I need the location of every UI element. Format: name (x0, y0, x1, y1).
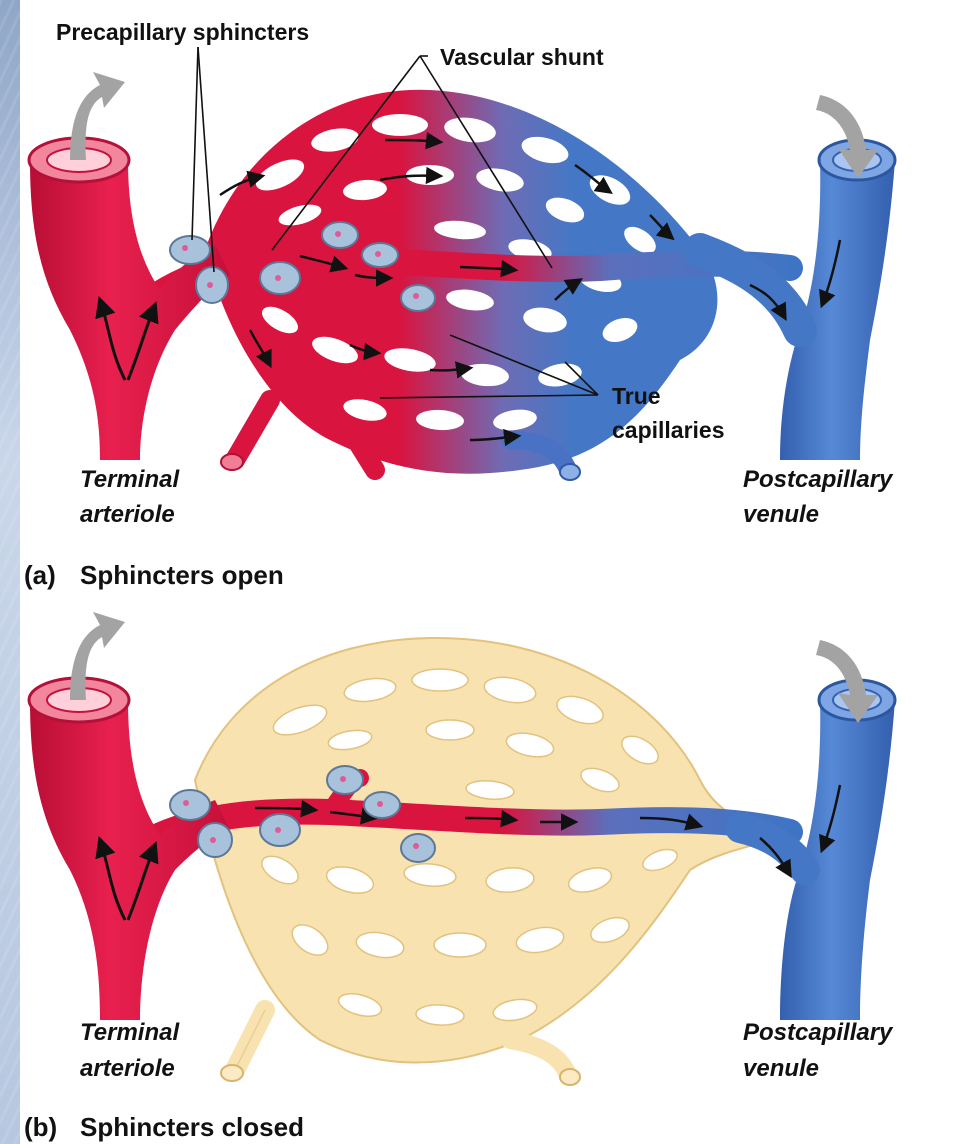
label-postcapillary-venule-line1: Postcapillary (743, 1019, 894, 1046)
panel-b-diagram: Terminal arteriole Postcapillary venule … (24, 612, 895, 1142)
caption-letter-b: (b) (24, 1112, 57, 1142)
sphincter (196, 267, 228, 303)
sphincter (170, 790, 210, 820)
label-true-capillaries-line2: capillaries (612, 417, 725, 443)
sphincter (322, 222, 358, 248)
postcapillary-venule-a (700, 140, 895, 460)
label-terminal-arteriole-line1: Terminal (80, 1019, 180, 1046)
sphincter (260, 262, 300, 294)
label-terminal-arteriole-line2: arteriole (80, 501, 175, 528)
label-precapillary-sphincters: Precapillary sphincters (56, 19, 309, 45)
terminal-arteriole-a (29, 138, 230, 460)
sphincter (401, 834, 435, 862)
capillary-bed-closed (195, 638, 800, 1085)
sphincter (260, 814, 300, 846)
caption-text-a: Sphincters open (80, 560, 284, 590)
sphincter (362, 243, 398, 267)
sphincter (327, 766, 363, 794)
sphincter (364, 792, 400, 818)
label-vascular-shunt: Vascular shunt (440, 44, 604, 70)
label-terminal-arteriole-line1: Terminal (80, 466, 180, 493)
label-terminal-arteriole-line2: arteriole (80, 1055, 175, 1082)
caption-text-b: Sphincters closed (80, 1112, 304, 1142)
sphincter (198, 823, 232, 857)
label-postcapillary-venule-line1: Postcapillary (743, 466, 894, 493)
sphincter (401, 285, 435, 311)
label-true-capillaries-line1: True (612, 383, 661, 409)
label-postcapillary-venule-line2: venule (743, 501, 819, 528)
label-postcapillary-venule-line2: venule (743, 1055, 819, 1082)
panel-a-diagram: Precapillary sphincters Vascular shunt T… (24, 19, 895, 590)
sphincter (170, 236, 210, 264)
postcapillary-venule-b (740, 680, 895, 1020)
caption-letter-a: (a) (24, 560, 56, 590)
